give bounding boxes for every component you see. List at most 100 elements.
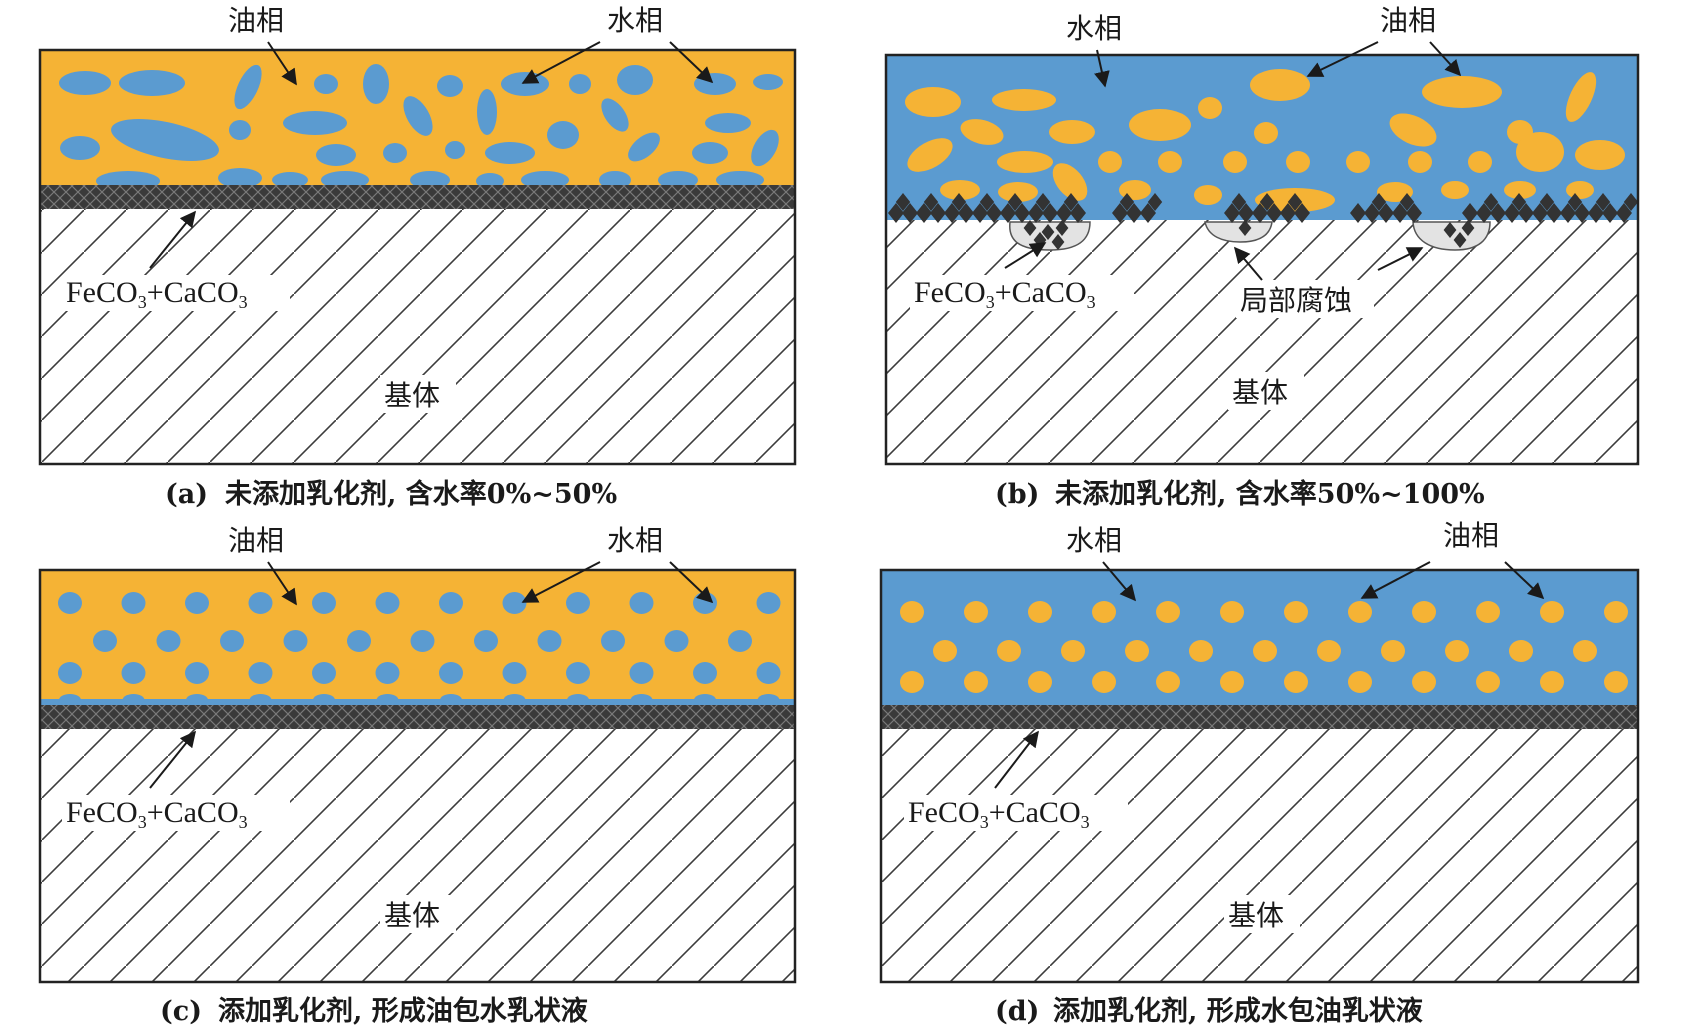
- water-droplet: [347, 630, 371, 652]
- carbonate-crystal: [1453, 232, 1467, 248]
- carbonate-crystal: [1539, 193, 1555, 211]
- oil-droplet: [997, 640, 1021, 662]
- oil-label: 油相: [1443, 519, 1499, 552]
- oil-label: 油相: [228, 4, 284, 37]
- caption-letter: (c): [160, 996, 202, 1027]
- carbonate-crystal: [1266, 203, 1282, 223]
- water-arrow: [521, 41, 601, 84]
- carbonate-crystal: [1588, 203, 1604, 223]
- oil-droplet: [1412, 601, 1436, 623]
- film-label-bg: [904, 795, 1128, 831]
- oil-droplet: [1476, 601, 1500, 623]
- carbonate-crystal: [1595, 193, 1611, 211]
- carbonate-crystals: [888, 193, 1639, 250]
- water-droplet: [439, 592, 463, 614]
- oil-arrow: [1504, 561, 1545, 600]
- oil-arrow: [1360, 561, 1431, 599]
- fe-ca-carbonate-film: [40, 705, 795, 729]
- water-droplet: [313, 694, 335, 706]
- substrate-label: 基体: [1232, 376, 1288, 409]
- oil-droplet: [1317, 640, 1341, 662]
- panel-frame: [38, 48, 797, 466]
- carbonate-crystal: [1518, 203, 1534, 223]
- corrosion-pit: [1204, 221, 1273, 243]
- carbonate-crystal: [1056, 203, 1072, 223]
- water-droplet: [440, 694, 462, 706]
- oil-arrow: [1306, 41, 1379, 77]
- oil-droplet: [1189, 640, 1213, 662]
- water-droplet: [566, 592, 590, 614]
- oil-arrow: [267, 41, 297, 86]
- water-phase-region: [881, 570, 1638, 705]
- carbonate-crystal: [1476, 203, 1492, 223]
- carbonate-crystal: [958, 203, 974, 223]
- carbonate-crystal: [902, 203, 918, 223]
- water-droplet: [567, 694, 589, 706]
- carbonate-crystal: [1616, 203, 1632, 223]
- oil-droplet: [1061, 640, 1085, 662]
- substrate-region: [886, 220, 1638, 464]
- water-droplet: [728, 630, 752, 652]
- carbonate-crystal: [1280, 203, 1296, 223]
- carbonate-crystal: [1294, 203, 1310, 223]
- oil-droplet: [1348, 601, 1372, 623]
- water-droplets: [58, 592, 781, 706]
- water-droplet: [58, 662, 82, 684]
- film-arrow: [149, 730, 197, 789]
- oil-droplets: [905, 69, 1625, 724]
- water-droplet: [93, 630, 117, 652]
- carbonate-crystal: [1461, 220, 1475, 236]
- water-droplet: [503, 694, 526, 706]
- water-droplet: [249, 694, 272, 706]
- water-arrow: [1094, 49, 1110, 88]
- carbonate-crystal: [923, 193, 939, 211]
- water-arrow: [669, 561, 714, 604]
- oil-arrow: [1429, 41, 1462, 77]
- fe-ca-carbonate-film: [40, 185, 795, 209]
- water-label: 水相: [607, 4, 663, 37]
- oil-droplet: [1220, 601, 1244, 623]
- carbonate-crystal: [1483, 193, 1499, 211]
- substrate-label: 基体: [384, 899, 440, 932]
- water-label: 水相: [1066, 12, 1122, 45]
- carbonate-crystal: [1378, 203, 1394, 223]
- carbonate-crystal: [1238, 220, 1252, 236]
- panel-frame: [38, 568, 797, 984]
- carbonate-crystal: [1399, 193, 1415, 211]
- oil-label: 油相: [1380, 4, 1436, 37]
- carbonate-crystal: [1602, 203, 1618, 223]
- oil-droplet: [1445, 640, 1469, 662]
- water-droplet: [410, 630, 435, 652]
- substrate-region: [881, 729, 1638, 982]
- carbonate-crystal: [1490, 203, 1506, 223]
- carbonate-crystal: [986, 203, 1002, 223]
- carbonate-crystal: [1462, 203, 1478, 223]
- substrate-region: [40, 729, 795, 982]
- oil-droplets: [900, 601, 1628, 693]
- carbonate-crystal: [1259, 193, 1275, 211]
- water-droplet: [185, 592, 209, 614]
- film-label: FeCO3+CaCO3: [908, 796, 1090, 832]
- substrate-region: [40, 209, 795, 464]
- oil-droplet: [1028, 671, 1052, 693]
- water-arrow: [521, 561, 601, 603]
- water-droplet: [59, 694, 81, 706]
- panel-a: 油相 水相 FeCO3+CaCO3 基体 (a) 未添加乳化剂, 含水率0%~5…: [38, 4, 797, 510]
- caption-text: 添加乳化剂, 形成水包油乳状液: [1053, 995, 1423, 1027]
- carbonate-crystal: [1574, 203, 1590, 223]
- water-droplet: [756, 592, 781, 614]
- water-droplet: [757, 694, 780, 706]
- carbonate-crystal: [1287, 193, 1303, 211]
- carbonate-crystal: [1023, 220, 1037, 236]
- water-label: 水相: [1066, 524, 1122, 557]
- oil-droplet: [1412, 671, 1436, 693]
- oil-droplet: [1284, 671, 1308, 693]
- carbonate-crystal: [1055, 220, 1069, 236]
- film-arrow: [994, 730, 1039, 789]
- oil-droplet: [1253, 640, 1277, 662]
- oil-droplet: [1284, 601, 1308, 623]
- caption-letter: (a): [165, 479, 208, 510]
- oil-droplet: [1573, 640, 1597, 662]
- oil-droplet: [1125, 640, 1149, 662]
- oil-droplet: [900, 671, 924, 693]
